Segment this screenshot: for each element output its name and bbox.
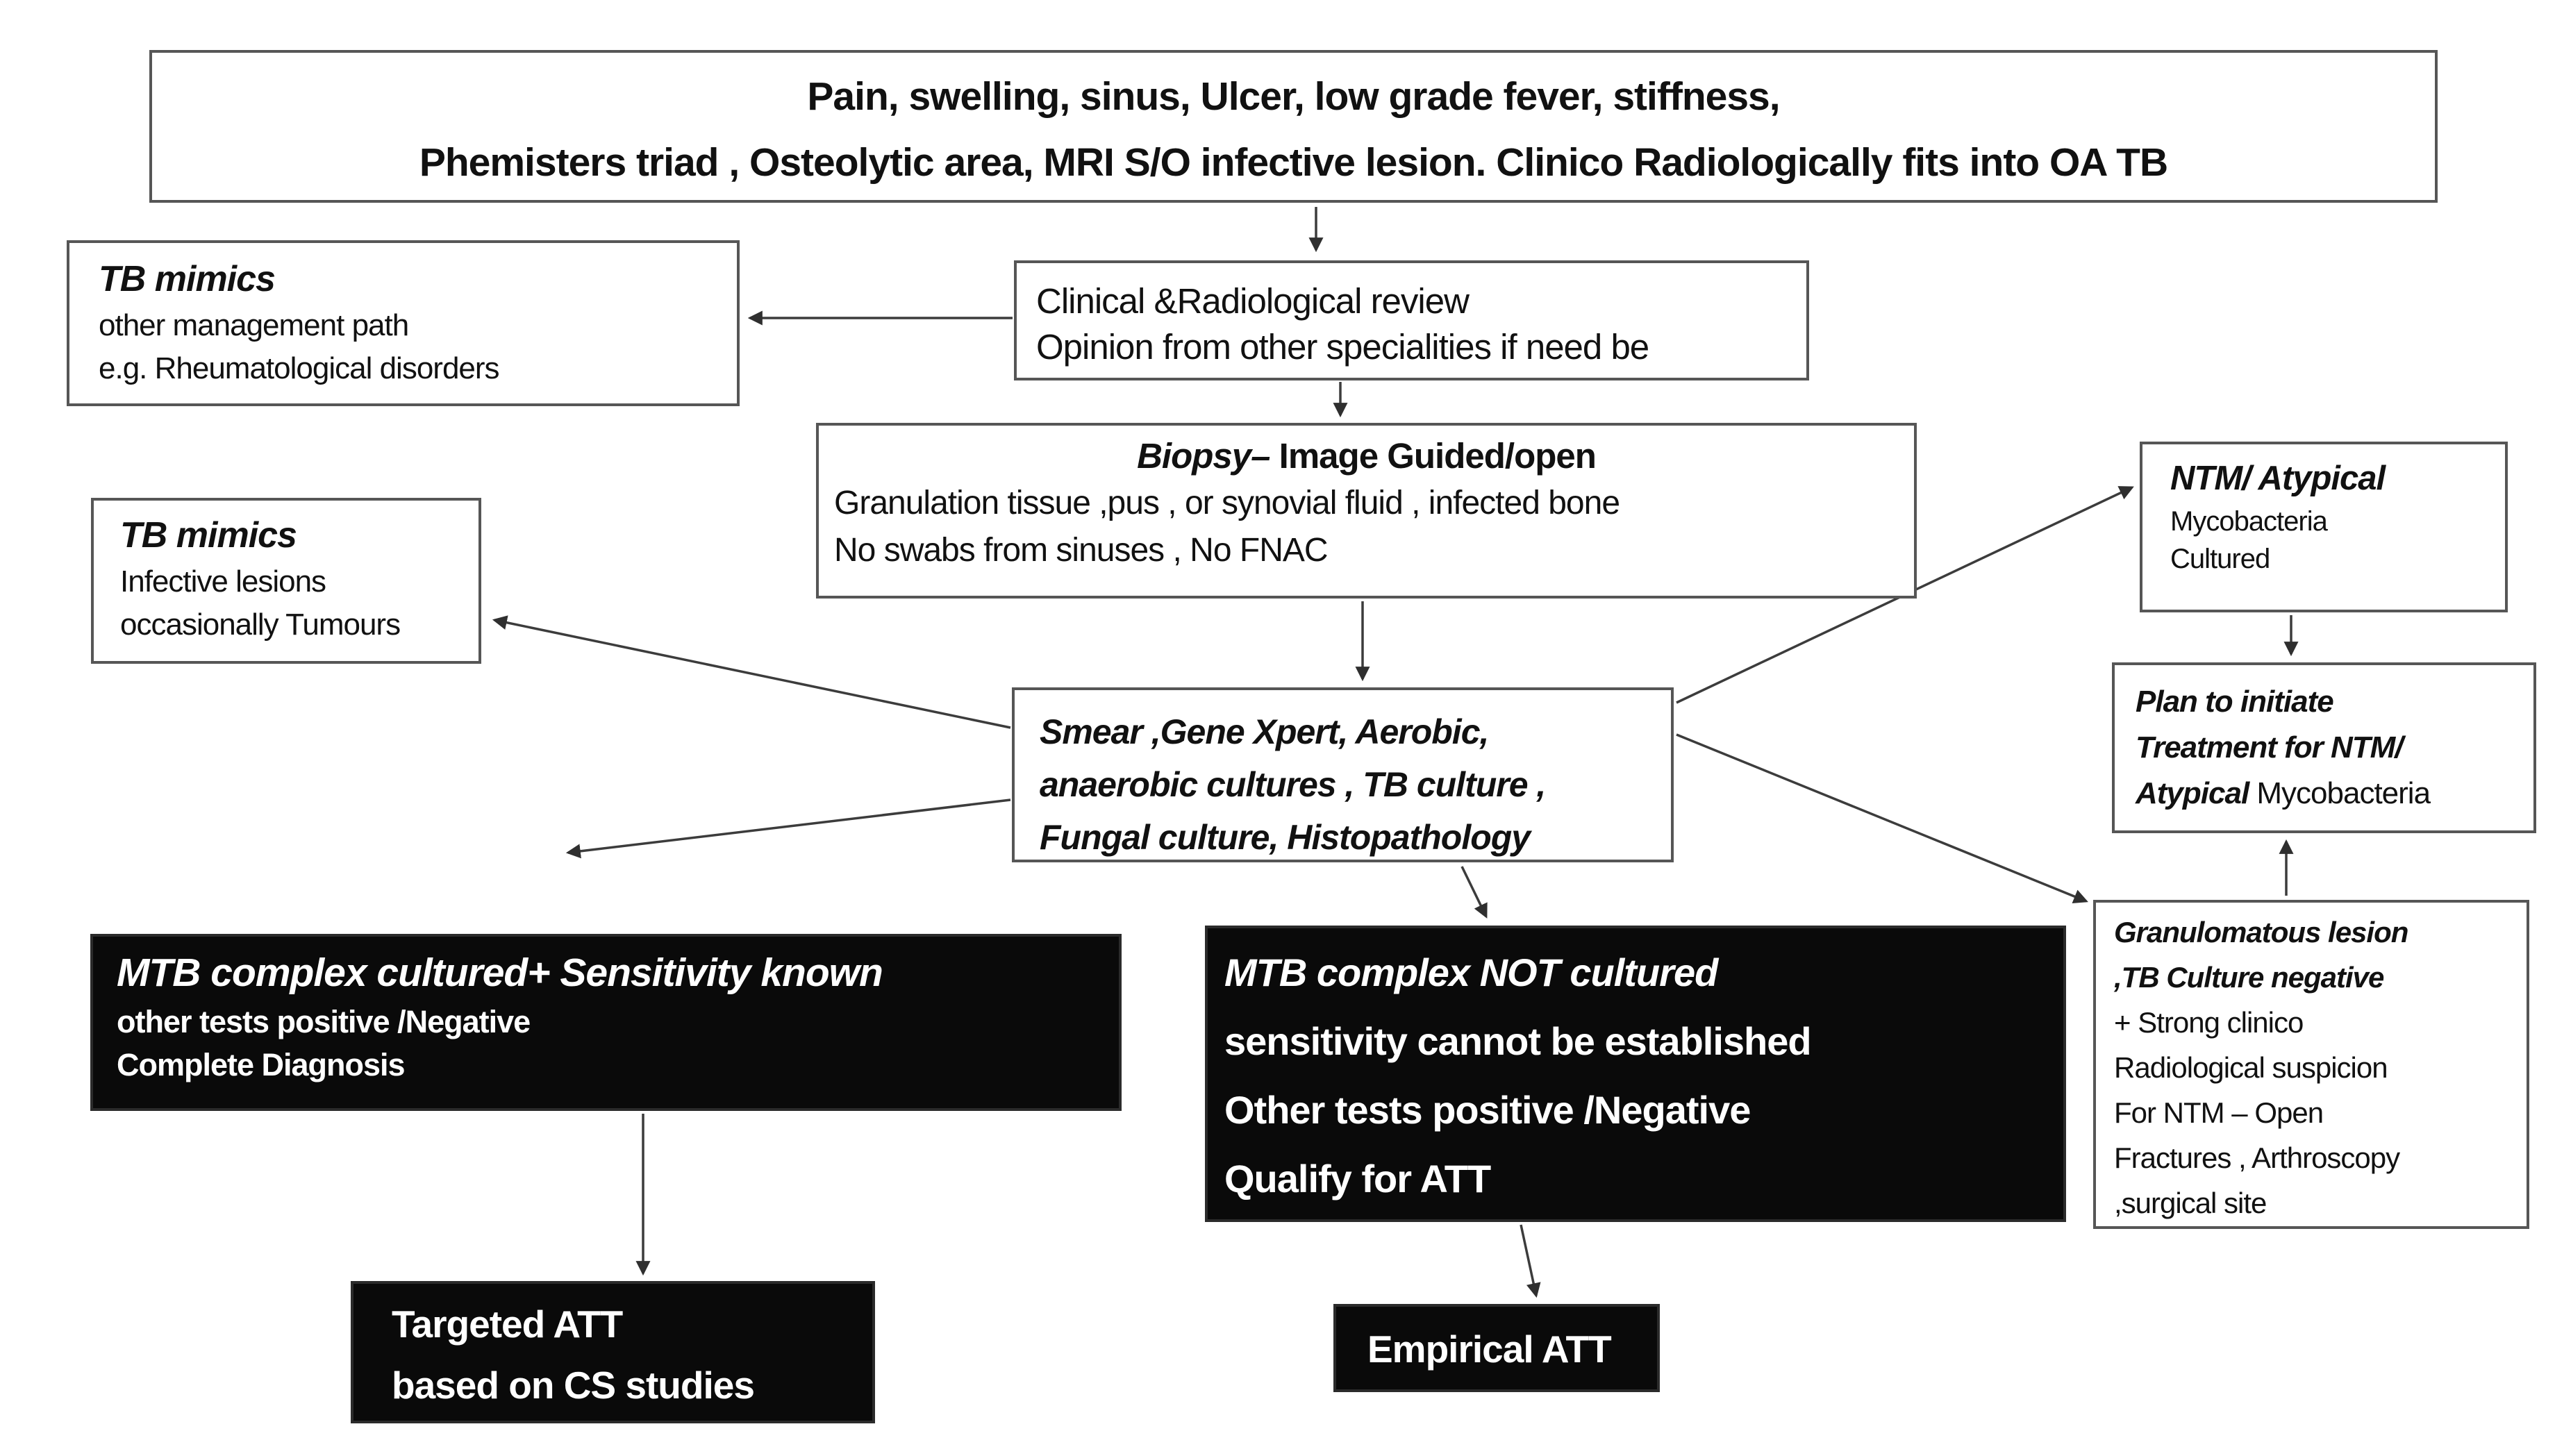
tb-mimics-infective-title: TB mimics [120, 515, 297, 555]
tb-mimics-infective-line1: Infective lesions [120, 564, 326, 599]
biopsy-title-italic: Biopsy– [1137, 436, 1270, 476]
ntm-line1: Mycobacteria [2170, 506, 2328, 537]
mtb-not-cultured-line4: Qualify for ATT [1224, 1157, 1491, 1200]
plan-line3: Atypical Mycobacteria [2136, 771, 2533, 817]
mtb-cultured-line2: other tests positive /Negative [117, 1004, 531, 1039]
plan-line3-italic: Atypical [2136, 776, 2249, 810]
symptoms-box: Pain, swelling, sinus, Ulcer, low grade … [149, 50, 2438, 203]
mtb-not-cultured-line2: sensitivity cannot be established [1224, 1019, 1812, 1063]
empirical-att-line1: Empirical ATT [1367, 1328, 1612, 1371]
plan-line1: Plan to initiate [2136, 685, 2334, 719]
targeted-att-line2: based on CS studies [392, 1364, 755, 1407]
tb-mimics-infective-line2: occasionally Tumours [120, 608, 401, 642]
tests-line1: Smear ,Gene Xpert, Aerobic, [1040, 712, 1489, 751]
granulomatous-line1: Granulomatous lesion [2114, 916, 2408, 948]
biopsy-box: Biopsy– Image Guided/open Granulation ti… [816, 423, 1917, 599]
tb-mimics-management-line1: other management path [99, 308, 409, 342]
symptoms-line1: Pain, swelling, sinus, Ulcer, low grade … [807, 74, 1780, 119]
arrow-tests-to-granulomatous [1676, 733, 2088, 904]
symptoms-line2: Phemisters triad , Osteolytic area, MRI … [419, 140, 2168, 185]
arrow-tests-to-tb-mimics-infective [492, 615, 1011, 729]
tb-mimics-management-title: TB mimics [99, 259, 276, 299]
mtb-cultured-box: MTB complex cultured+ Sensitivity known … [90, 934, 1122, 1111]
granulomatous-line4: Radiological suspicion [2114, 1051, 2388, 1084]
biopsy-line1: Granulation tissue ,pus , or synovial fl… [834, 485, 1620, 521]
biopsy-tests-box: Smear ,Gene Xpert, Aerobic, anaerobic cu… [1012, 687, 1674, 862]
granulomatous-line7: ,surgical site [2114, 1187, 2267, 1219]
arrow-tests-to-mtb-not-cultured [1460, 866, 1488, 919]
biopsy-title: Biopsy– Image Guided/open [819, 433, 1914, 480]
ntm-atypical-box: NTM/ Atypical Mycobacteria Cultured [2140, 442, 2508, 612]
mtb-not-cultured-line1: MTB complex NOT cultured [1224, 951, 1718, 994]
tests-line3: Fungal culture, Histopathology [1040, 818, 1531, 857]
mtb-cultured-line3: Complete Diagnosis [117, 1047, 406, 1082]
biopsy-line2: No swabs from sinuses , No FNAC [834, 532, 1329, 569]
clinical-review-line2: Opinion from other specialities if need … [1036, 327, 1649, 367]
granulomatous-line6: Fractures , Arthroscopy [2114, 1141, 2400, 1174]
granulomatous-line3: + Strong clinico [2114, 1006, 2304, 1039]
tb-mimics-management-box: TB mimics other management path e.g. Rhe… [67, 240, 740, 406]
targeted-att-box: Targeted ATT based on CS studies [351, 1281, 875, 1423]
tb-mimics-management-line2: e.g. Rheumatological disorders [99, 351, 500, 385]
mtb-not-cultured-line3: Other tests positive /Negative [1224, 1088, 1751, 1132]
arrow-tests-to-mtb-cultured [565, 798, 1011, 859]
mtb-not-cultured-box: MTB complex NOT cultured sensitivity can… [1205, 926, 2066, 1222]
granulomatous-line2: ,TB Culture negative [2114, 961, 2384, 994]
ntm-line2: Cultured [2170, 544, 2270, 574]
tb-mimics-infective-box: TB mimics Infective lesions occasionally… [91, 498, 481, 664]
arrow-mtb-not-cultured-to-empirical-att [1520, 1224, 1541, 1298]
granulomatous-line5: For NTM – Open [2114, 1096, 2324, 1129]
targeted-att-line1: Targeted ATT [392, 1303, 623, 1346]
biopsy-title-rest: Image Guided/open [1270, 436, 1597, 476]
mtb-cultured-line1: MTB complex cultured+ Sensitivity known [117, 951, 883, 995]
plan-line2: Treatment for NTM/ [2136, 730, 2404, 764]
tests-line2: anaerobic cultures , TB culture , [1040, 765, 1546, 804]
plan-treatment-box: Plan to initiate Treatment for NTM/ Atyp… [2112, 662, 2536, 833]
ntm-title: NTM/ Atypical [2170, 460, 2386, 497]
plan-line3-rest: Mycobacteria [2249, 776, 2431, 810]
clinical-review-box: Clinical &Radiological review Opinion fr… [1014, 260, 1809, 380]
clinical-review-line1: Clinical &Radiological review [1036, 281, 1470, 321]
empirical-att-box: Empirical ATT [1333, 1304, 1660, 1392]
granulomatous-lesion-box: Granulomatous lesion ,TB Culture negativ… [2093, 900, 2529, 1229]
